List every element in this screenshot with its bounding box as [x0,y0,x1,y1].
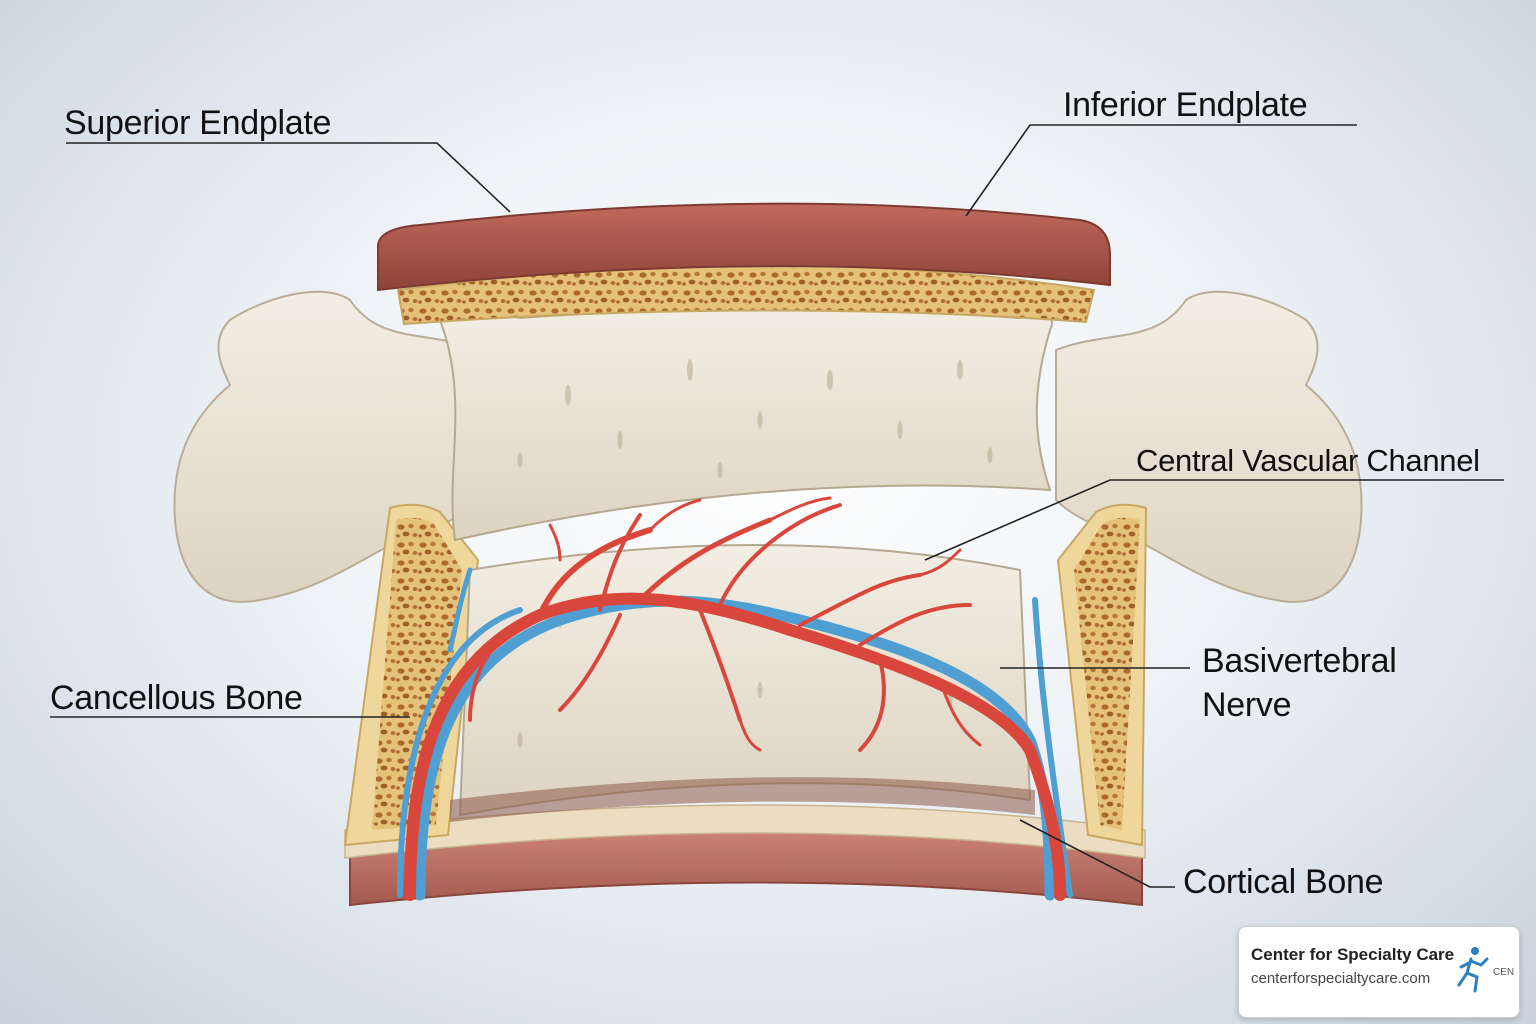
arteries [404,496,1066,901]
runner-logo-icon: CEN [1457,947,1514,993]
label-superior-endplate: Superior Endplate [64,104,332,142]
label-inferior-endplate: Inferior Endplate [1063,86,1308,124]
label-basivertebral-nerve-line1: Basivertebral [1202,642,1397,680]
leader-lines [50,124,1504,888]
bone-texture [517,359,993,748]
brand-url[interactable]: centerforspecialtycare.com [1251,970,1431,987]
right-spongy-wall [1074,517,1140,830]
label-cancellous-bone: Cancellous Bone [50,679,303,717]
brand-badge[interactable]: Center for Specialty Care centerforspeci… [1238,926,1520,1018]
logo-text: CEN [1493,967,1514,978]
endplate-cap [377,202,1111,292]
base-cream-band [344,804,1146,859]
label-central-vascular-channel: Central Vascular Channel [1136,443,1480,478]
upper-vertebral-body [438,308,1053,542]
lower-body-bottom-shadow [450,777,1035,822]
label-basivertebral-nerve-line2: Nerve [1202,686,1292,724]
label-cortical-bone: Cortical Bone [1183,863,1384,901]
brand-name: Center for Specialty Care [1251,945,1455,964]
